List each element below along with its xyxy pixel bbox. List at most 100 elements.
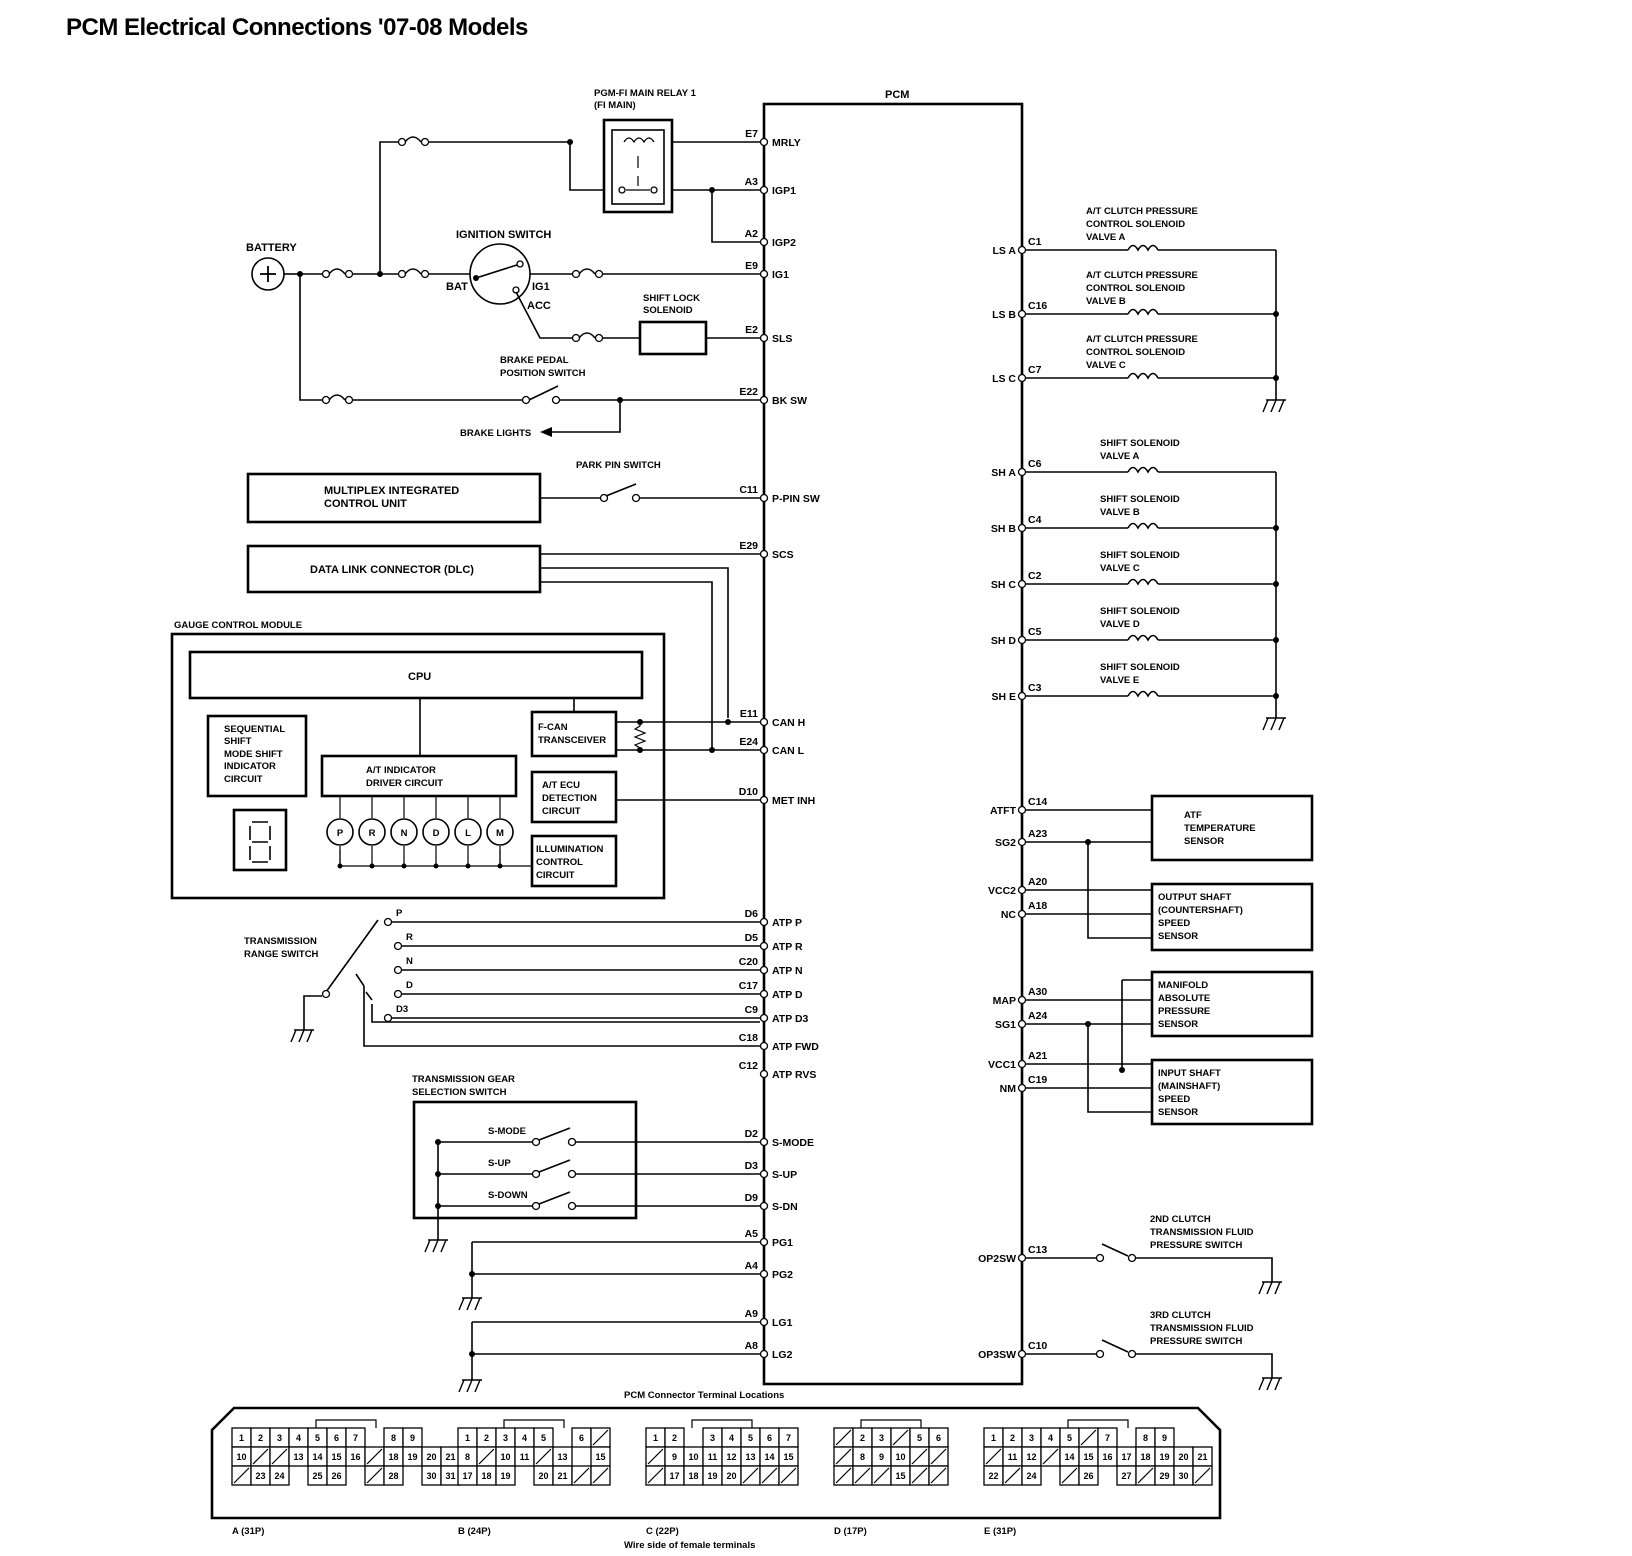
pcm-terminal-bk-sw [759, 395, 769, 405]
unused-cell-mark [1080, 1429, 1097, 1446]
pin-label: C12 [739, 1060, 758, 1072]
she-label-2: VALVE E [1100, 675, 1139, 686]
signal-label: IGP2 [772, 237, 796, 249]
connector-block-label: D (17P) [834, 1526, 867, 1537]
pcm-terminal-lg1 [759, 1317, 769, 1327]
gear-switch-junction [435, 1139, 441, 1145]
atf-label-3: SENSOR [1184, 836, 1224, 847]
pcm-terminal-sg2 [1017, 837, 1027, 847]
unused-cell-mark [366, 1448, 383, 1465]
connector-cell [495, 1465, 516, 1486]
range-contact [383, 1013, 393, 1023]
range-position-label: D [406, 980, 413, 991]
lsa-label-2: CONTROL SOLENOID [1086, 219, 1185, 230]
terminal-number: 10 [500, 1452, 510, 1462]
connector-latch [315, 1419, 377, 1428]
indicator-lamp-icon [454, 818, 482, 846]
connector-latch [691, 1419, 753, 1428]
terminal-number: 10 [895, 1452, 905, 1462]
terminal-number: 26 [331, 1471, 341, 1481]
solenoid-coil-icon [1127, 244, 1159, 252]
range-contact [393, 989, 403, 999]
unused-cell-mark [1042, 1448, 1059, 1465]
gear-switch-junction [435, 1203, 441, 1209]
connector-cell [1078, 1465, 1099, 1486]
terminal-number: 17 [669, 1471, 679, 1481]
illumination-control-box [530, 834, 618, 888]
terminal-number: 26 [1083, 1471, 1093, 1481]
pin-label: C2 [1028, 570, 1042, 582]
atf-temperature-sensor [1150, 794, 1314, 862]
terminal-number: 3 [277, 1433, 282, 1443]
pin-label: A9 [745, 1308, 759, 1320]
lamp-label: P [337, 828, 344, 839]
terminal-number: 27 [1121, 1471, 1131, 1481]
pin-label: A20 [1028, 876, 1047, 888]
signal-label: CAN L [772, 745, 805, 757]
terminal-number: 20 [426, 1452, 436, 1462]
terminal-number: 13 [557, 1452, 567, 1462]
connector-title: PCM Connector Terminal Locations [624, 1390, 784, 1401]
pin-label: C3 [1028, 682, 1042, 694]
sha-label-1: SHIFT SOLENOID [1100, 438, 1180, 449]
terminal-number: 1 [991, 1433, 996, 1443]
pin-label: C16 [1028, 300, 1047, 312]
unused-cell-mark [647, 1467, 664, 1484]
page-title: PCM Electrical Connections '07-08 Models [66, 14, 528, 41]
sensors: ATF TEMPERATURE SENSOR OUTPUT SHAFT (COU… [1026, 794, 1314, 1126]
terminal-number: 19 [707, 1471, 717, 1481]
lsc-label-1: A/T CLUTCH PRESSURE [1086, 334, 1198, 345]
terminal-number: 3 [879, 1433, 884, 1443]
oss-label-1: OUTPUT SHAFT [1158, 892, 1232, 903]
terminal-number: 5 [917, 1433, 922, 1443]
pcm-terminal-nm [1017, 1083, 1027, 1093]
signal-label: VCC2 [988, 885, 1016, 897]
unused-cell-mark [761, 1467, 778, 1484]
unused-cell-mark [535, 1448, 552, 1465]
pin-label: A21 [1028, 1050, 1047, 1062]
unused-cell-mark [835, 1467, 852, 1484]
shift-lock-label-1: SHIFT LOCK [643, 293, 700, 304]
pin-label: A2 [745, 228, 759, 240]
terminal-number: 11 [1008, 1452, 1018, 1462]
signal-label: LG1 [772, 1317, 793, 1329]
seq-label-5: CIRCUIT [224, 774, 263, 785]
seq-label-2: SHIFT [224, 736, 252, 747]
terminal-number: 20 [726, 1471, 736, 1481]
oss-label-4: SENSOR [1158, 931, 1198, 942]
unused-cell-mark [1137, 1467, 1154, 1484]
range-position-label: N [406, 956, 413, 967]
terminal-number: 10 [236, 1452, 246, 1462]
brake-switch-label-2: POSITION SWITCH [500, 368, 586, 379]
terminal-number: 2 [672, 1433, 677, 1443]
terminal-number: 30 [1178, 1471, 1188, 1481]
signal-label: MET INH [772, 795, 815, 807]
fcan-label-2: TRANSCEIVER [538, 735, 606, 746]
lsb-label-1: A/T CLUTCH PRESSURE [1086, 270, 1198, 281]
pcm-terminal-atp-r [759, 941, 769, 951]
pcm-terminal-sh-b [1017, 523, 1027, 533]
terminal-number: 1 [465, 1433, 470, 1443]
trs-label-2: RANGE SWITCH [244, 949, 319, 960]
iss-label-1: INPUT SHAFT [1158, 1068, 1221, 1079]
pcm-terminal-lg2 [759, 1349, 769, 1359]
signal-label: OP2SW [978, 1253, 1016, 1265]
pin-label: C13 [1028, 1244, 1047, 1256]
pin-label: E11 [740, 708, 758, 720]
pcm-terminal-sg1 [1017, 1019, 1027, 1029]
pin-label: D3 [745, 1160, 759, 1172]
oss-label-3: SPEED [1158, 918, 1190, 929]
signal-label: NM [1000, 1083, 1017, 1095]
pin-label: C4 [1028, 514, 1042, 526]
lamp-label: M [496, 828, 504, 839]
indicator-lamp-icon [390, 818, 418, 846]
signal-label: MAP [993, 995, 1016, 1007]
signal-label: IGP1 [772, 185, 796, 197]
indicator-lamp-icon [486, 818, 514, 846]
op2-label-2: TRANSMISSION FLUID [1150, 1227, 1254, 1238]
terminal-number: 15 [595, 1452, 605, 1462]
signal-label: S-MODE [772, 1137, 814, 1149]
pcm-terminal-pg2 [759, 1269, 769, 1279]
